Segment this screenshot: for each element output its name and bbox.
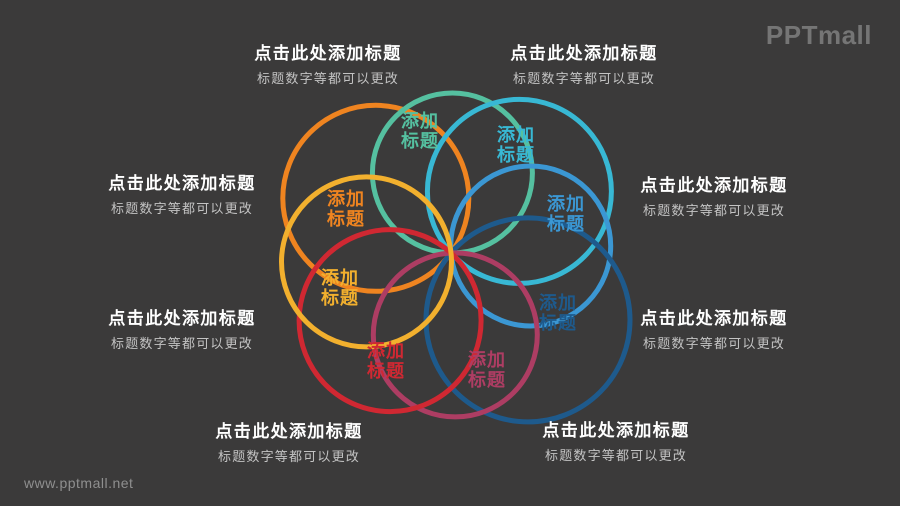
callout-bottom-right: 点击此处添加标题 标题数字等都可以更改 bbox=[542, 421, 689, 464]
navy-ring bbox=[423, 215, 633, 425]
callout-subtitle: 标题数字等都可以更改 bbox=[256, 71, 400, 86]
callout-subtitle: 标题数字等都可以更改 bbox=[217, 449, 361, 464]
mint-ring-label-line1: 添加 bbox=[401, 110, 439, 131]
callout-subtitle: 标题数字等都可以更改 bbox=[110, 201, 254, 216]
cyan-ring-label-line2: 标题 bbox=[496, 144, 535, 165]
yellow-ring bbox=[279, 174, 454, 350]
callout-top-right: 点击此处添加标题 标题数字等都可以更改 bbox=[510, 44, 657, 87]
red-ring-label-line1: 添加 bbox=[367, 340, 405, 361]
callout-title: 点击此处添加标题 bbox=[640, 176, 788, 195]
callout-title: 点击此处添加标题 bbox=[254, 44, 402, 63]
callout-title: 点击此处添加标题 bbox=[108, 174, 256, 193]
yellow-ring-label-line1: 添加 bbox=[321, 267, 359, 288]
callout-title: 点击此处添加标题 bbox=[542, 421, 690, 440]
callout-lower-left: 点击此处添加标题 标题数字等都可以更改 bbox=[108, 309, 255, 352]
pptmall-logo: PPTmall bbox=[765, 20, 872, 50]
callout-mid-right: 点击此处添加标题 标题数字等都可以更改 bbox=[640, 176, 787, 219]
callout-subtitle: 标题数字等都可以更改 bbox=[642, 203, 786, 218]
yellow-ring-label-line2: 标题 bbox=[320, 287, 359, 308]
mint-ring-label-line2: 标题 bbox=[400, 130, 439, 151]
rose-ring bbox=[370, 250, 540, 420]
orange-ring-label-line1: 添加 bbox=[327, 188, 365, 209]
red-ring bbox=[296, 227, 484, 415]
blue-ring-label-line2: 标题 bbox=[546, 213, 585, 234]
callout-title: 点击此处添加标题 bbox=[510, 44, 658, 63]
callout-subtitle: 标题数字等都可以更改 bbox=[512, 71, 656, 86]
callout-subtitle: 标题数字等都可以更改 bbox=[544, 448, 688, 463]
navy-ring-label-line2: 标题 bbox=[538, 312, 577, 333]
navy-ring-label-line1: 添加 bbox=[539, 292, 577, 313]
callout-mid-left: 点击此处添加标题 标题数字等都可以更改 bbox=[108, 174, 255, 217]
rose-ring-label-line2: 标题 bbox=[467, 369, 506, 390]
callout-title: 点击此处添加标题 bbox=[640, 309, 788, 328]
rose-ring-label-line1: 添加 bbox=[468, 349, 506, 370]
callout-top-left: 点击此处添加标题 标题数字等都可以更改 bbox=[254, 44, 401, 87]
callout-subtitle: 标题数字等都可以更改 bbox=[642, 336, 786, 351]
callout-title: 点击此处添加标题 bbox=[108, 309, 256, 328]
callout-lower-right: 点击此处添加标题 标题数字等都可以更改 bbox=[640, 309, 787, 352]
callout-bottom-left: 点击此处添加标题 标题数字等都可以更改 bbox=[215, 422, 362, 465]
blue-ring-label-line1: 添加 bbox=[547, 193, 585, 214]
callout-title: 点击此处添加标题 bbox=[215, 422, 363, 441]
cyan-ring-label-line1: 添加 bbox=[497, 124, 535, 145]
orange-ring-label-line2: 标题 bbox=[326, 208, 365, 229]
watermark-url: www.pptmall.net bbox=[24, 475, 134, 491]
red-ring-label-line2: 标题 bbox=[366, 360, 405, 381]
callout-subtitle: 标题数字等都可以更改 bbox=[110, 336, 254, 351]
